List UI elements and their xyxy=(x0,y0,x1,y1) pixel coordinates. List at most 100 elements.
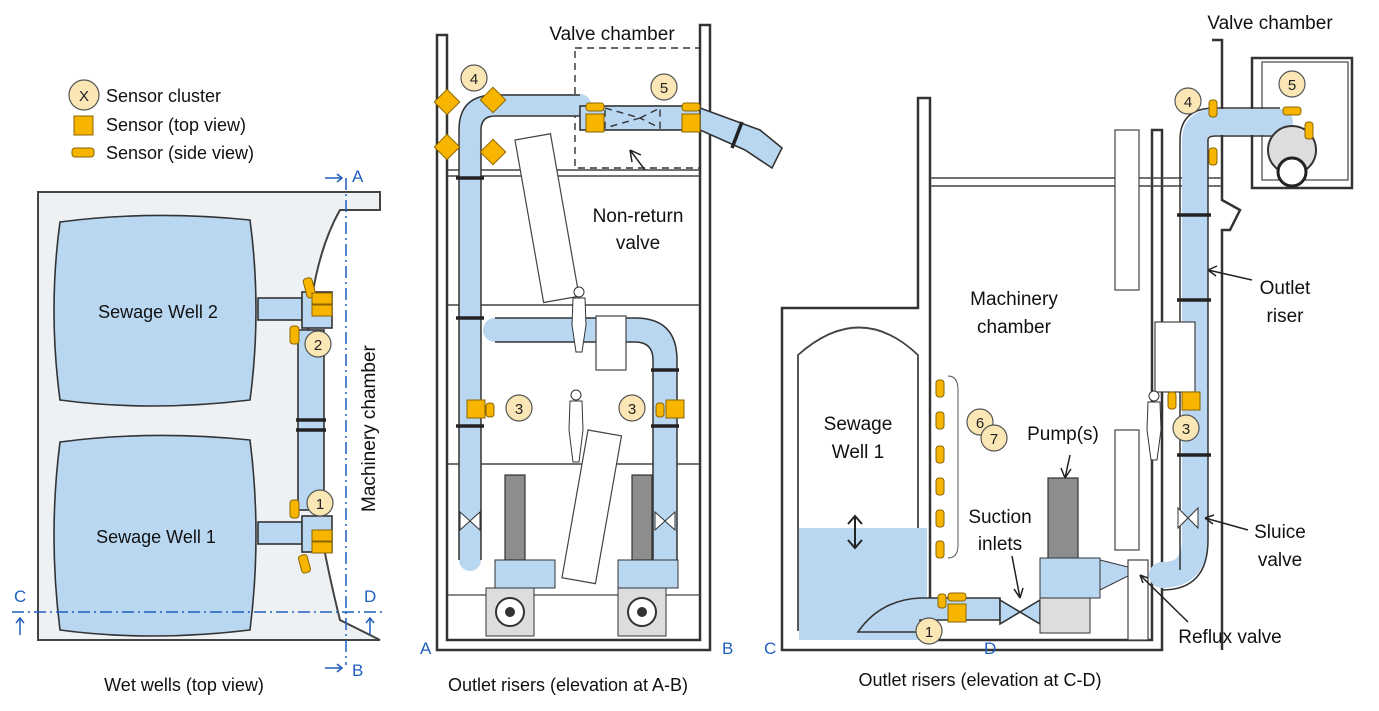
legend-sensor-top-icon xyxy=(73,115,94,136)
sensor-top-view xyxy=(311,541,333,554)
panel-elevation-cd: Valve chamber Sewage Well 1 Machinery ch… xyxy=(764,13,1354,690)
cluster-badge-4-text: 4 xyxy=(470,71,478,88)
sensor-top-view xyxy=(466,399,486,419)
sensor-side-view xyxy=(1208,147,1218,166)
sensor-side-view xyxy=(935,509,945,528)
cluster-badge-3 xyxy=(618,394,646,422)
suction-pipe-2 xyxy=(257,297,303,321)
sewage-well-2 xyxy=(53,214,257,407)
axis-label-d: D xyxy=(364,587,376,606)
arrow-icon xyxy=(1011,555,1024,599)
platform-grating xyxy=(1154,321,1196,393)
pipe-flange xyxy=(730,121,744,149)
cluster-badge-5 xyxy=(650,73,678,101)
sensor-top-view xyxy=(585,113,605,133)
cluster-badge-2 xyxy=(304,330,332,358)
cluster-badge-1 xyxy=(915,617,943,645)
reflux-valve-label: Reflux valve xyxy=(1178,627,1282,648)
access-ladder xyxy=(561,429,623,585)
legend-sensor-top-label: Sensor (top view) xyxy=(106,115,246,135)
sensor-side-view xyxy=(297,554,311,574)
right-riser xyxy=(483,318,677,572)
access-ladder xyxy=(1114,129,1140,291)
sensor-top-view xyxy=(665,399,685,419)
sensor-top-view xyxy=(433,133,461,161)
right-riser-edge xyxy=(495,341,654,560)
pump-left xyxy=(485,474,556,637)
sensor-side-view xyxy=(937,593,947,609)
legend-cluster-badge xyxy=(68,79,100,111)
cluster-badge-5-text: 5 xyxy=(1288,77,1296,94)
arrow-icon xyxy=(1139,574,1189,623)
legend-cluster-symbol: X xyxy=(79,88,89,105)
machinery-label-line2: chamber xyxy=(977,317,1052,338)
platform-grating xyxy=(595,315,627,371)
cluster-badge-3 xyxy=(1172,414,1200,442)
right-wall xyxy=(1212,38,1242,650)
pump-cd xyxy=(1039,477,1142,634)
caption-elevation-cd: Outlet risers (elevation at C-D) xyxy=(858,670,1101,690)
nonreturn-label-line2: valve xyxy=(616,233,660,254)
cluster-badge-5 xyxy=(1278,70,1306,98)
cluster-badge-6-text: 6 xyxy=(976,415,984,432)
suction-pipe-1 xyxy=(257,521,303,545)
axis-label-a: A xyxy=(420,639,432,658)
arrow-icon xyxy=(629,149,646,171)
cluster-badge-3-text: 3 xyxy=(515,401,523,418)
arrow-icon xyxy=(1060,454,1072,479)
sensor-top-view xyxy=(947,603,967,623)
machinery-label-line1: Machinery xyxy=(970,289,1058,310)
chamber-walls xyxy=(780,96,1164,652)
sewage-well-1-label: Sewage Well 1 xyxy=(96,527,216,547)
axis-label-c: C xyxy=(764,639,776,658)
axis-arrow-icon xyxy=(365,616,375,635)
sensor-side-view xyxy=(289,325,300,345)
access-ladder xyxy=(1127,559,1149,641)
arrow-icon xyxy=(1204,514,1249,531)
axis-label-c: C xyxy=(14,587,26,606)
sluice-valve-icon xyxy=(654,510,676,532)
access-ladder xyxy=(1114,429,1140,551)
sewage-well-label-line1: Sewage xyxy=(824,414,893,435)
level-arrow-icon xyxy=(847,514,863,550)
valve-chamber-box-cd xyxy=(1250,56,1354,190)
valve-chamber-label-ab: Valve chamber xyxy=(549,24,675,45)
sensor-side-view xyxy=(935,445,945,464)
valve-chamber-label-cd: Valve chamber xyxy=(1207,13,1333,34)
sensor-side-view xyxy=(485,402,495,418)
sensor-side-view xyxy=(947,592,967,602)
left-riser-edge xyxy=(480,115,580,560)
cluster-badge-3-text: 3 xyxy=(1182,421,1190,438)
cluster-badge-4 xyxy=(1174,87,1202,115)
sensor-side-view xyxy=(585,102,605,112)
axis-arrow-icon xyxy=(325,663,344,673)
suction-valve xyxy=(999,598,1041,626)
suction-label-line1: Suction xyxy=(968,507,1031,528)
outlet-label-line1: Outlet xyxy=(1260,278,1311,299)
sewage-well-label-line2: Well 1 xyxy=(832,442,884,463)
sluice-valve-icon xyxy=(459,510,481,532)
sluice-label-line2: valve xyxy=(1258,550,1302,571)
cluster-badge-1-text: 1 xyxy=(316,496,324,513)
sewage-well-2-label: Sewage Well 2 xyxy=(98,302,218,322)
cluster-badge-5-text: 5 xyxy=(660,80,668,97)
sewage-well-1 xyxy=(53,434,257,637)
sensor-top-view xyxy=(681,113,701,133)
sensor-top-view xyxy=(311,529,333,542)
caption-top-view: Wet wells (top view) xyxy=(104,675,264,695)
nonreturn-label-line1: Non-return xyxy=(593,206,684,227)
sensor-top-view xyxy=(433,88,461,116)
sensor-side-view xyxy=(289,499,300,519)
sensor-top-view xyxy=(311,292,333,305)
caption-elevation-ab: Outlet risers (elevation at A-B) xyxy=(448,675,688,695)
axis-label-b: B xyxy=(352,661,363,680)
outlet-riser-edge xyxy=(1207,135,1280,540)
sensor-top-view xyxy=(479,86,507,114)
human-figure-icon xyxy=(571,286,587,353)
human-figure-icon xyxy=(568,389,584,463)
outlet-riser xyxy=(1149,109,1293,588)
legend: X Sensor cluster Sensor (top view) Senso… xyxy=(68,79,254,163)
cluster-badge-1 xyxy=(306,489,334,517)
non-return-valve-shape xyxy=(604,106,661,130)
